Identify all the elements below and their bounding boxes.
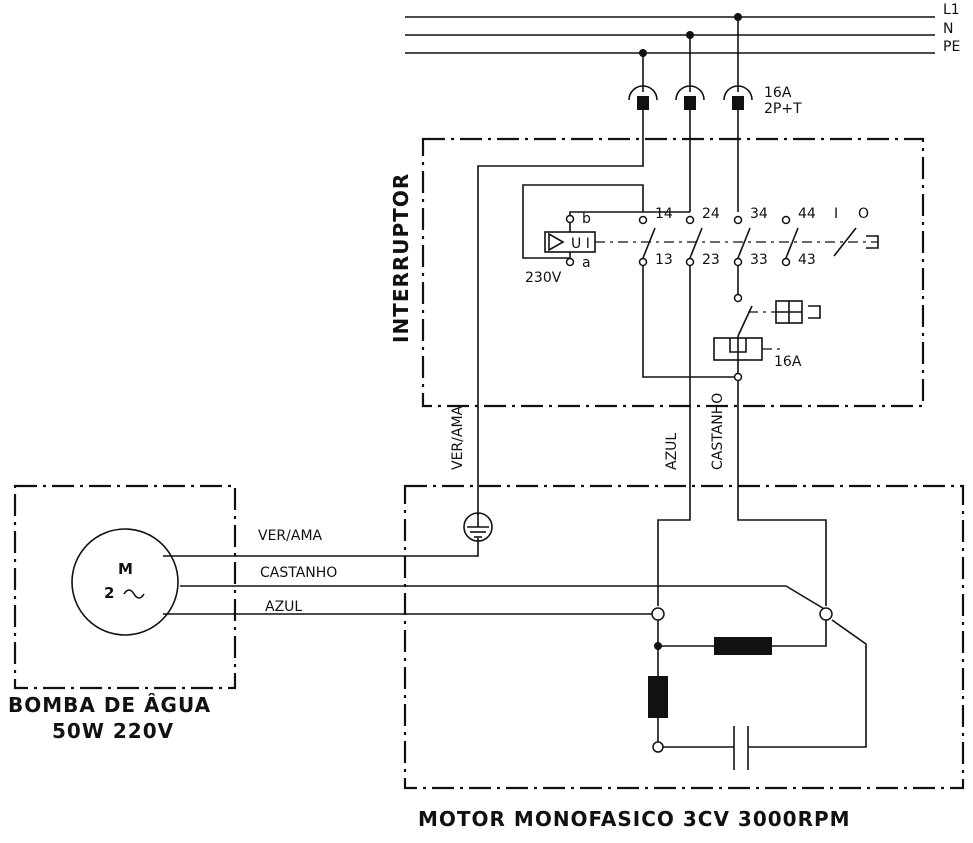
contact-pair-33-34: 34 33 (733, 206, 768, 268)
socket-pe-icon (628, 85, 658, 101)
bus-label-l1: L1 (943, 2, 960, 18)
socket-l1-icon (723, 85, 753, 101)
plug-pin-l1 (732, 96, 744, 110)
manual-switch: I O (833, 206, 879, 257)
wire-label-ver-ama: VER/AMA (258, 528, 323, 544)
coil-label: U I (571, 236, 590, 252)
cable-label-ver-ama: VER/AMA (450, 405, 466, 470)
wire-ver-ama (163, 538, 479, 557)
motor-symbol (71, 528, 179, 636)
wire-castanho (180, 585, 827, 611)
motor-letter: M (118, 560, 133, 578)
contact-pair-23-24: 24 23 (685, 206, 720, 268)
cable-castanho (737, 381, 827, 606)
feed-cables: VER/AMA AZUL CASTANHO (450, 266, 827, 606)
bus-label-pe: PE (943, 39, 960, 55)
start-winding (648, 676, 668, 718)
plug-pin-pe (637, 96, 649, 110)
neutral-return-wire (642, 266, 734, 378)
coil-b-label: b (582, 211, 591, 227)
thermal-protector: 16A (642, 266, 821, 382)
coil-a-label: a (582, 255, 591, 271)
motor-phase: 2 (104, 584, 114, 602)
run-winding (714, 637, 772, 655)
manual-switch-actuator-icon (866, 235, 879, 249)
cable-azul (657, 266, 691, 606)
motor-box (403, 484, 965, 790)
plug-pin-n (684, 96, 696, 110)
motor-terminal-azul (651, 607, 665, 621)
thermal-rating: 16A (774, 354, 802, 370)
coil-feed-wire (522, 184, 644, 259)
breaker-rating: 16A (764, 85, 792, 101)
coil-voltage-label: 230V (525, 270, 562, 286)
motor-terminal-castanho (819, 607, 833, 621)
coil-terminal-a (565, 257, 575, 267)
interruptor-enclosure (421, 137, 925, 408)
contact-label-24: 24 (702, 206, 720, 222)
capacitor-return-wire (748, 619, 867, 748)
pump-title-line2: 50W 220V (52, 719, 174, 743)
motor-title: MOTOR MONOFASICO 3CV 3000RPM (418, 807, 851, 831)
wire-label-castanho: CASTANHO (260, 565, 337, 581)
contact-label-44: 44 (798, 206, 816, 222)
pump-box: M 2 BOMBA DE ÂGUA 50W 220V (8, 484, 237, 743)
contact-label-14: 14 (655, 206, 673, 222)
contact-pair-13-14: 14 13 (638, 206, 673, 268)
breaker-type: 2P+T (764, 101, 802, 117)
contact-label-13: 13 (655, 252, 673, 268)
switch-off-label: O (858, 206, 869, 222)
motor-wiring: VER/AMA CASTANHO AZUL (163, 528, 827, 615)
contact-label-43: 43 (798, 252, 816, 268)
pe-wire (477, 110, 644, 515)
contact-label-23: 23 (702, 252, 720, 268)
breaker-plug: 16A 2P+T (628, 17, 802, 117)
coil-terminal-b (565, 214, 575, 224)
bus-label-n: N (943, 21, 953, 37)
switch-on-label: I (834, 206, 838, 222)
interruptor-title: INTERRUPTOR (389, 173, 413, 343)
earth-symbol (463, 512, 493, 542)
pump-enclosure (13, 484, 237, 690)
contact-label-34: 34 (750, 206, 768, 222)
contact-label-33: 33 (750, 252, 768, 268)
motor-enclosure (403, 484, 965, 790)
ac-wave-icon (123, 589, 145, 599)
cable-label-castanho: CASTANHO (710, 393, 726, 470)
wire-label-azul: AZUL (265, 599, 302, 615)
socket-n-icon (675, 85, 705, 101)
manual-switch-lever-icon (833, 227, 857, 257)
supply-bus: L1 N PE (405, 2, 960, 57)
motor-terminal-capacitor (652, 741, 664, 753)
interruptor-box: INTERRUPTOR U I b a 230V 14 13 (389, 110, 925, 515)
coil-arrow-icon (548, 232, 565, 252)
pump-title-line1: BOMBA DE ÂGUA (8, 693, 211, 717)
contact-pair-43-44: 44 43 (781, 206, 816, 268)
cable-label-azul: AZUL (664, 433, 680, 470)
